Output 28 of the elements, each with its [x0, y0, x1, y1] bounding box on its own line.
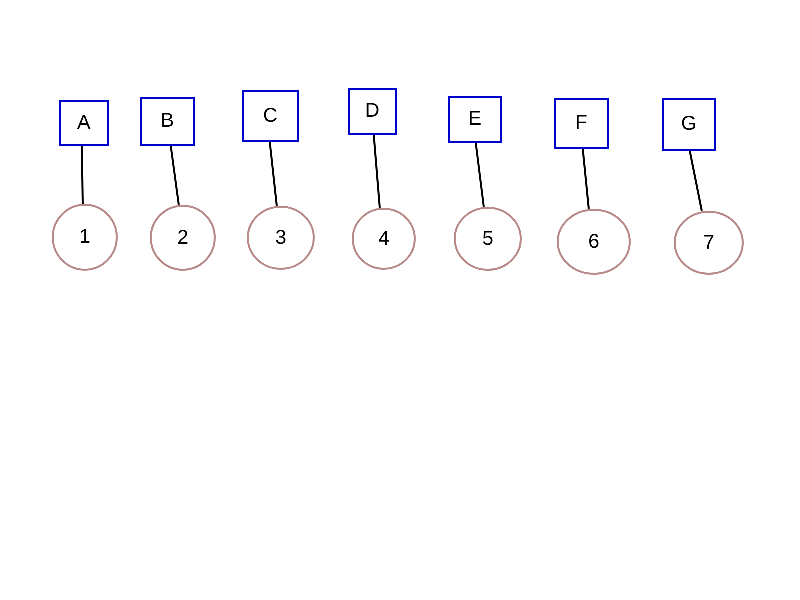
label-box [554, 98, 609, 149]
node-label: 3 [275, 226, 287, 250]
node-label: 5 [482, 228, 494, 250]
label-box [242, 90, 299, 142]
connector-line [81, 146, 84, 204]
node-label: G [681, 113, 697, 136]
label-box [662, 98, 716, 151]
connector-line [269, 142, 278, 206]
label-box [140, 97, 195, 146]
connector-line [582, 148, 590, 210]
node-label: 4 [378, 228, 390, 250]
connector-line [689, 150, 703, 212]
node-label: D [365, 100, 380, 123]
node-label: 6 [588, 230, 600, 254]
node-label: 2 [177, 226, 189, 250]
label-box [59, 100, 109, 146]
node-label: C [263, 104, 278, 128]
node-label: 7 [703, 232, 715, 254]
label-box [448, 96, 502, 143]
node-label: A [77, 112, 91, 134]
label-box [348, 88, 397, 135]
node-label: F [575, 112, 588, 135]
connector-line [475, 142, 485, 208]
connector-line [170, 146, 180, 206]
node-label: B [160, 110, 174, 133]
node-label: E [468, 108, 482, 131]
connector-line [373, 134, 381, 208]
node-label: 1 [79, 226, 91, 249]
